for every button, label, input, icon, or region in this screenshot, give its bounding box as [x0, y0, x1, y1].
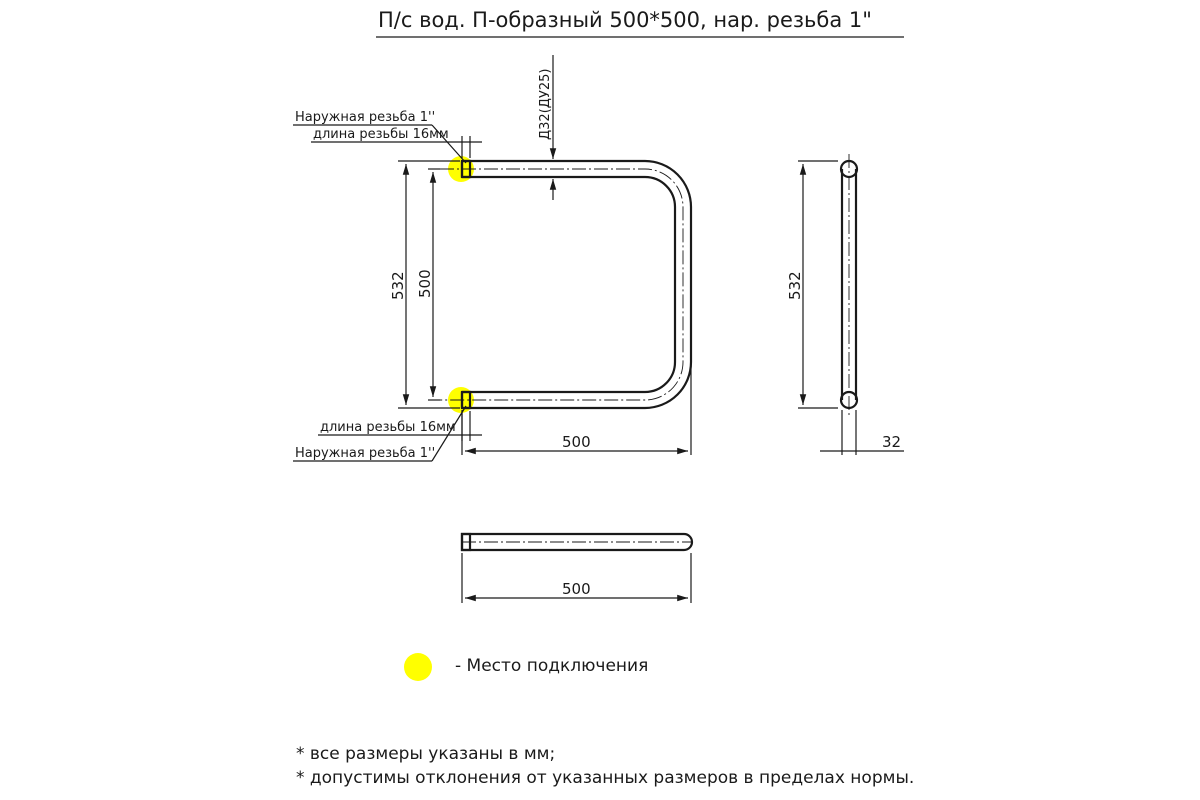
leader-bottom-1	[431, 405, 467, 462]
legend: - Место подключения	[404, 653, 648, 681]
pipe-centerline	[440, 168, 684, 401]
side-dim-532-label: 532	[786, 271, 804, 300]
pipe-diameter-label: Д32(ДУ25)	[538, 69, 553, 140]
thread-length-label-top: длина резьбы 16мм	[313, 127, 449, 142]
bottom-pipe-body	[460, 532, 694, 552]
front-view: Наружная резьба 1'' длина резьбы 16мм дл…	[293, 55, 693, 462]
bottom-dim-500-label: 500	[562, 580, 591, 598]
outer-thread-label-top: Наружная резьба 1''	[295, 110, 435, 125]
dim-532-label: 532	[389, 271, 407, 300]
legend-marker	[404, 653, 432, 681]
legend-label: - Место подключения	[455, 656, 648, 676]
dim-500-vertical-label: 500	[416, 269, 434, 298]
bottom-view: 500	[460, 532, 694, 603]
side-dim-32-label: 32	[882, 433, 901, 451]
note-tolerance: * допустимы отклонения от указанных разм…	[296, 768, 914, 788]
dim-500-horizontal-label: 500	[562, 433, 591, 451]
pipe-inner-contour	[462, 175, 677, 394]
drawing-title: П/с вод. П-образный 500*500, нар. резьба…	[378, 8, 872, 32]
leader-top-1	[431, 124, 467, 164]
thread-length-label-bottom: длина резьбы 16мм	[320, 420, 456, 435]
side-view: 532 32	[786, 154, 904, 455]
note-units: * все размеры указаны в мм;	[296, 744, 555, 764]
outer-thread-label-bottom: Наружная резьба 1''	[295, 446, 435, 461]
pipe-outer-contour	[462, 159, 693, 410]
